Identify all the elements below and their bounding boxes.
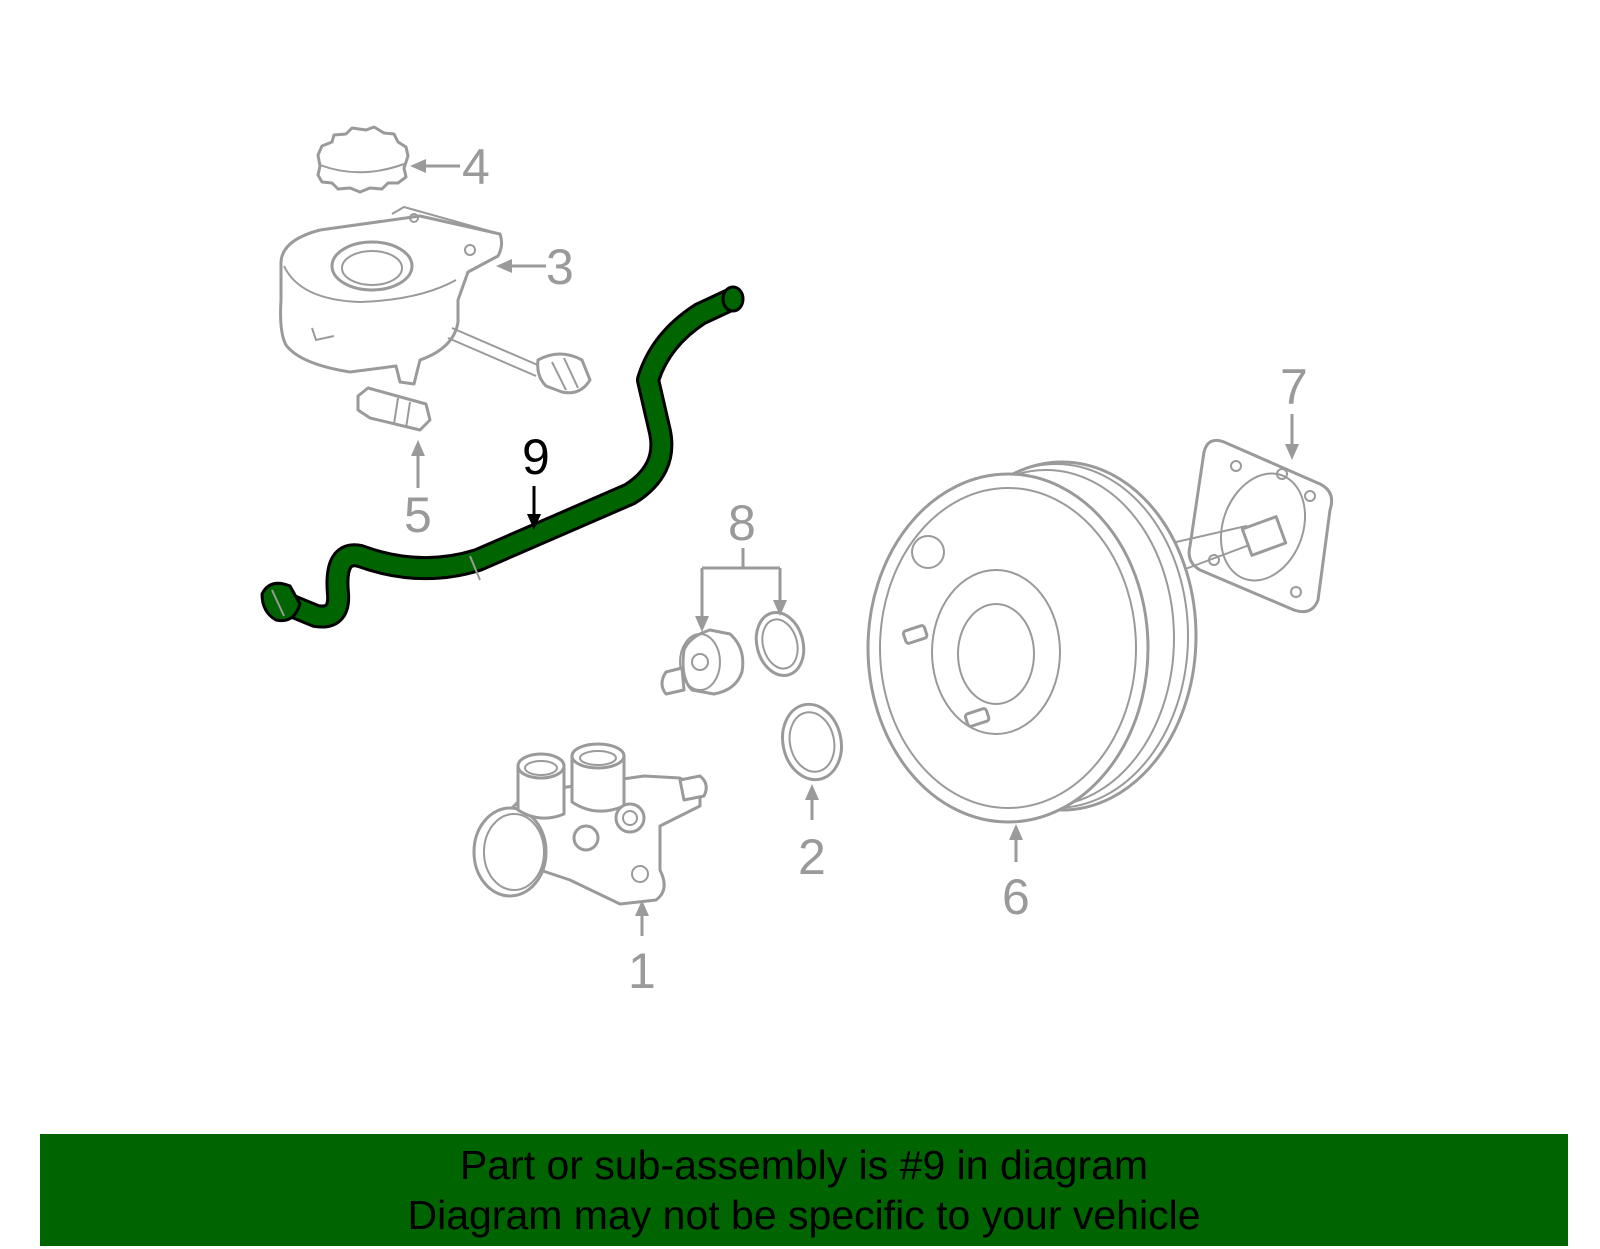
brake-booster-part[interactable]	[866, 460, 1288, 824]
seal-ring-part[interactable]	[776, 699, 849, 785]
callout-8: 8	[695, 495, 787, 632]
reservoir-hose-part[interactable]	[260, 285, 745, 629]
level-sensor-part[interactable]	[356, 386, 432, 432]
vehicle-disclaimer: Diagram may not be specific to your vehi…	[407, 1192, 1201, 1238]
callout-6: 6	[1002, 824, 1030, 925]
callout-number: 8	[728, 495, 756, 551]
callout-2: 2	[798, 784, 826, 885]
callout-number: 9	[522, 429, 550, 485]
callout-number: 1	[628, 943, 656, 999]
callout-number: 3	[546, 239, 574, 295]
callout-7: 7	[1280, 359, 1308, 460]
callout-9: 9	[522, 429, 550, 530]
callout-number: 7	[1280, 359, 1308, 415]
callout-number: 4	[462, 139, 490, 195]
callout-1: 1	[628, 900, 656, 999]
callout-4: 4	[410, 139, 490, 195]
callout-number: 5	[404, 487, 432, 543]
master-cylinder-part[interactable]	[472, 742, 708, 906]
callout-number: 2	[798, 829, 826, 885]
callout-5: 5	[404, 440, 432, 543]
grommet-part[interactable]	[750, 607, 811, 681]
brake-fluid-reservoir-part[interactable]	[279, 205, 592, 395]
reservoir-cap-part[interactable]	[316, 125, 410, 194]
part-number-note: Part or sub-assembly is #9 in diagram	[459, 1142, 1149, 1188]
check-valve-part[interactable]	[660, 628, 745, 696]
callout-number: 6	[1002, 869, 1030, 925]
part-info-banner: Part or sub-assembly is #9 in diagram Di…	[40, 1134, 1568, 1246]
callout-3: 3	[496, 239, 574, 295]
